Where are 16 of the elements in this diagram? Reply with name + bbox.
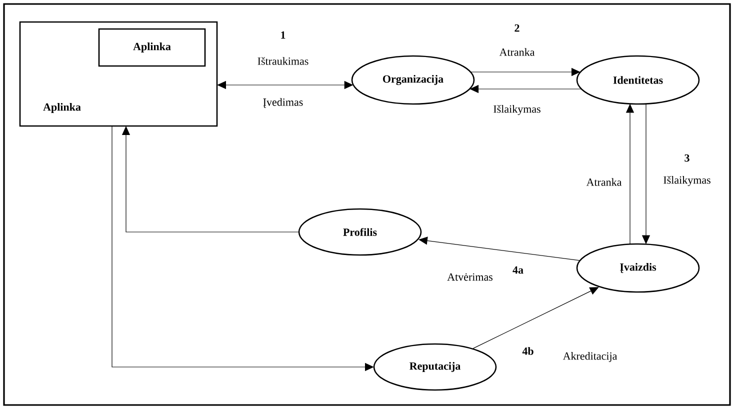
step-number: 2 — [514, 24, 520, 32]
process-box: Aplinka — [98, 28, 206, 67]
edge-label: Išlaikymas — [492, 104, 542, 116]
edge-label: Akreditacija — [562, 351, 618, 363]
edge-label: Išlaikymas — [662, 175, 712, 188]
step-number: 3 — [684, 154, 690, 162]
arrow — [122, 126, 300, 232]
flow-label: Įvedimas — [263, 98, 303, 108]
step-number: 4a — [512, 266, 524, 274]
step-number: 4b — [522, 347, 534, 355]
arrow — [472, 287, 599, 349]
step-number: 1 — [281, 31, 286, 39]
edge-label: Atvėrimas — [446, 272, 494, 282]
edge-label: Atranka — [498, 47, 536, 57]
edge-label: Atranka — [585, 177, 623, 187]
edge-label: Ištraukimas — [256, 56, 310, 66]
